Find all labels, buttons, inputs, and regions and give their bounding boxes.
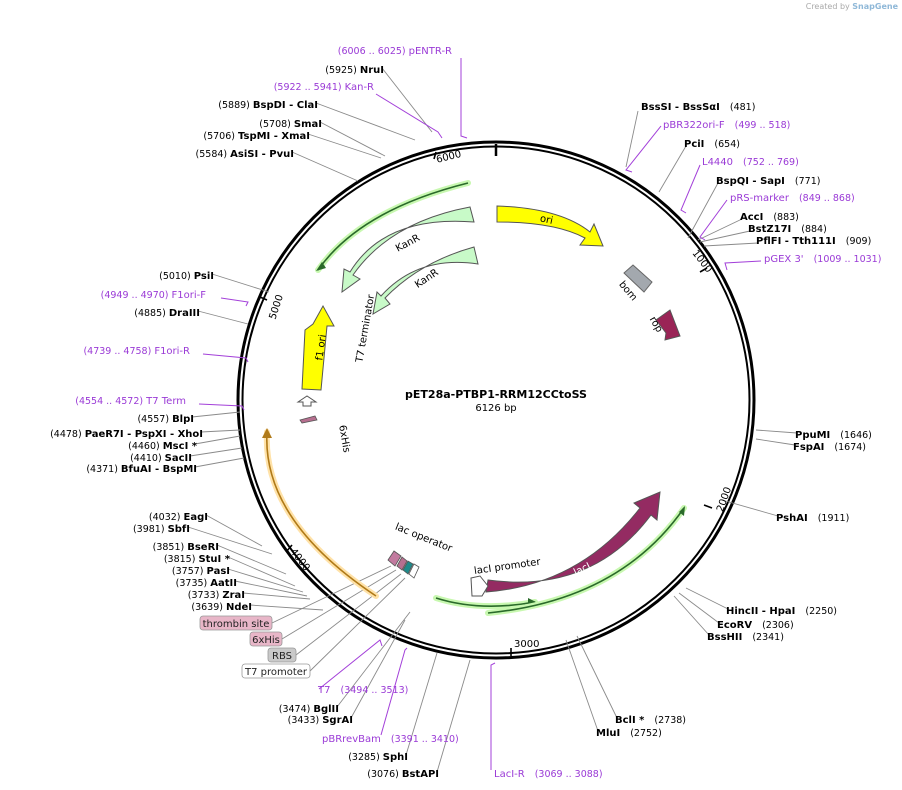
site-label: BssSI - BssSαI(481) [641, 102, 755, 113]
snapgene-credit: Created by SnapGene [806, 2, 898, 11]
feature-rop: rop [647, 309, 681, 341]
primer-labels: (6006 .. 6025) pENTR-R (5922 .. 5941) Kan… [75, 46, 881, 780]
credit-brand: SnapGene [852, 2, 898, 11]
site-label: (4557) BlpI [137, 414, 194, 425]
site-label: (5706) TspMI - XmaI [203, 131, 310, 142]
feature-laci: lacI [485, 491, 661, 593]
primer-label: (6006 .. 6025) pENTR-R [338, 46, 452, 57]
primer-label: pRS-marker(849 .. 868) [730, 193, 855, 204]
site-label: (4410) SacII [130, 453, 192, 464]
site-label: (4885) DraIII [134, 308, 200, 319]
feature-kanr-2: KanR [372, 246, 479, 315]
site-label: (5708) SmaI [259, 119, 322, 130]
feature-label-lac-operator: lac operator [393, 522, 454, 555]
site-label: (3076) BstAPI [367, 769, 439, 780]
primer-label: (4739 .. 4758) F1ori-R [83, 346, 190, 357]
feature-label-kanr: KanR [394, 233, 422, 255]
feature-6xhis: 6xHis [299, 415, 352, 454]
site-label: (4478) PaeR7I - PspXI - XhoI [50, 429, 203, 440]
feature-lac-operator: lac operator [387, 522, 454, 579]
site-label: (3285) SphI [348, 752, 408, 763]
site-label: FspAI(1674) [793, 442, 866, 453]
site-label: PciI(654) [684, 139, 740, 150]
feature-label-ori: ori [539, 213, 554, 226]
primer-label: pBR322ori-F(499 .. 518) [663, 120, 790, 131]
legend-box [241, 663, 311, 679]
legend-box [249, 631, 283, 647]
legend-box-label: thrombin site [203, 619, 270, 630]
site-labels: BssSI - BssSαI(481) PciI(654) BspQI - SapI… [50, 65, 872, 780]
backbone-outer [236, 140, 756, 660]
site-label: BssHII(2341) [707, 632, 784, 643]
site-label: (5010) PsiI [159, 271, 214, 282]
site-label: (5584) AsiSI - PvuI [196, 149, 294, 160]
site-label: PflFI - Tth111I(909) [756, 236, 871, 247]
feature-label-t7term: T7 terminator [354, 293, 377, 365]
site-label: (4032) EagI [149, 512, 208, 523]
feature-arcs [262, 180, 687, 616]
credit-prefix: Created by [805, 2, 850, 11]
site-label: (3433) SgrAI [288, 715, 353, 726]
site-label: (3733) ZraI [188, 590, 245, 601]
site-label: (3981) SbfI [133, 524, 190, 535]
primer-label: L4440(752 .. 769) [702, 157, 799, 168]
site-label: (3815) StuI * [164, 554, 231, 565]
primer-label: (5922 .. 5941) Kan-R [274, 82, 374, 93]
site-label: (5889) BspDI - ClaI [218, 100, 318, 111]
tick-label: 5000 [268, 293, 286, 321]
site-label: MluI(2752) [596, 728, 662, 739]
site-label: (3757) PasI [172, 566, 230, 577]
site-label: (4460) MscI * [128, 441, 198, 452]
plasmid-size: 6126 bp [475, 403, 516, 414]
site-label: EcoRV(2306) [717, 620, 794, 631]
tick-label: 6000 [435, 149, 462, 166]
site-label: BspQI - SapI(771) [716, 176, 820, 187]
feature-kanr-1: KanR [341, 206, 475, 294]
legend-box-label: 6xHis [252, 635, 280, 646]
legend-box [267, 647, 297, 663]
feature-label-f1ori: f1 ori [314, 334, 329, 361]
primer-label: LacI-R(3069 .. 3088) [494, 769, 603, 780]
feature-label-6xhis: 6xHis [336, 424, 352, 453]
feature-label-laci-promoter: lacI promoter [473, 557, 542, 577]
primer-label: pGEX 3'(1009 .. 1031) [764, 254, 881, 265]
site-label: (3639) NdeI [191, 602, 252, 613]
site-label: BclI *(2738) [615, 715, 686, 726]
primer-label: (4949 .. 4970) F1ori-F [101, 290, 207, 301]
primer-label: T7(3494 .. 3513) [317, 685, 408, 696]
primer-label: pBRrevBam(3391 .. 3410) [322, 734, 459, 745]
site-label: BstZ17I(884) [748, 224, 827, 235]
feature-ori: ori [496, 205, 604, 247]
site-label: HincII - HpaI(2250) [726, 606, 837, 617]
site-label: (3735) AatII [176, 578, 237, 589]
site-label: (5925) NruI [325, 65, 384, 76]
site-label: (3851) BseRI [153, 542, 219, 553]
legend-box [199, 615, 273, 631]
site-label: (4371) BfuAI - BspMI [86, 464, 197, 475]
site-label: PpuMI(1646) [795, 430, 872, 441]
site-label: AccI(883) [740, 212, 799, 223]
primer-label: (4554 .. 4572) T7 Term [75, 396, 186, 407]
legend-box-label: T7 promoter [244, 667, 308, 678]
site-label: (3474) BglII [279, 704, 339, 715]
feature-laci-promoter: lacI promoter [470, 557, 542, 597]
tick-label: 3000 [514, 639, 539, 650]
feature-f1-ori: f1 ori [301, 304, 335, 391]
leader-lines [187, 67, 798, 773]
site-label: PshAI(1911) [776, 513, 849, 524]
feature-bom: bom [616, 264, 653, 303]
legend-box-label: RBS [272, 651, 292, 662]
plasmid-name: pET28a-PTBP1-RRM12CCtoSS [405, 388, 587, 401]
